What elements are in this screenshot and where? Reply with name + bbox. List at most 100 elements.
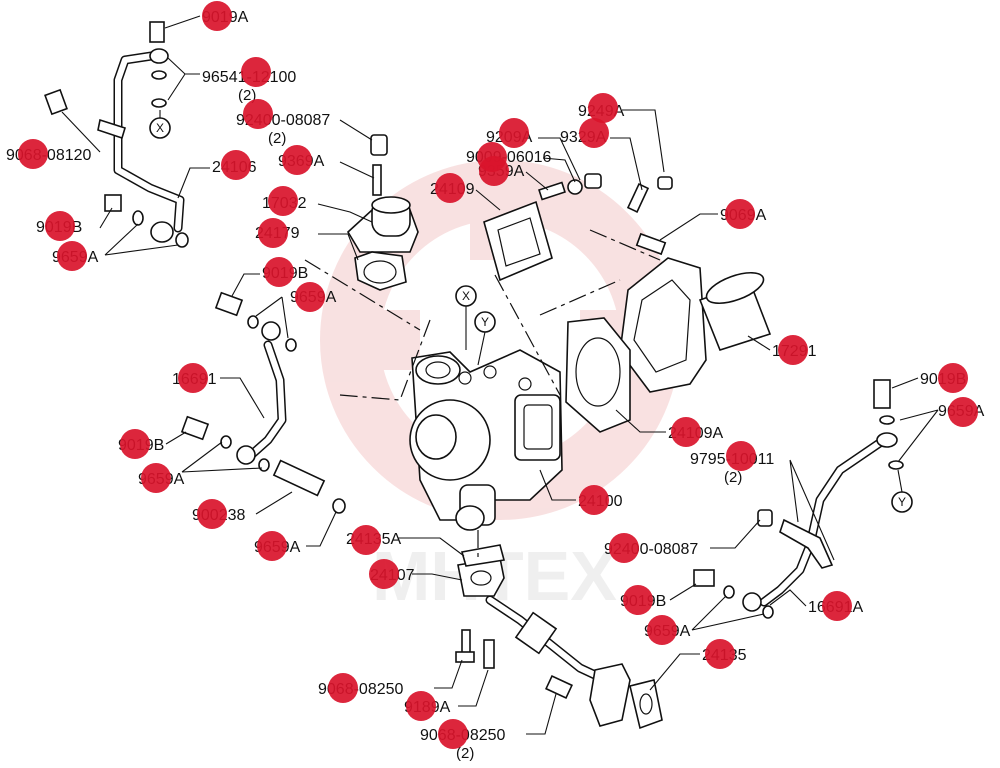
red-marker-dot — [725, 199, 755, 229]
nut-icon — [370, 134, 388, 156]
red-marker-dot — [438, 719, 468, 749]
red-marker-dot — [57, 241, 87, 271]
gasket-icon — [354, 251, 407, 291]
washer-icon — [332, 498, 346, 514]
stud-icon — [483, 639, 495, 669]
highlight-markers — [18, 1, 978, 749]
red-marker-dot — [197, 499, 227, 529]
red-marker-dot — [141, 463, 171, 493]
bolt-icon — [635, 232, 667, 256]
marker-x-top-label: X — [156, 121, 164, 135]
gasket-24109a — [565, 317, 631, 433]
red-marker-dot — [647, 615, 677, 645]
red-marker-dot — [369, 559, 399, 589]
exhaust-elbow-17291 — [619, 232, 772, 393]
red-marker-dot — [479, 156, 509, 186]
washer-icon — [132, 210, 144, 226]
stud-icon — [538, 181, 566, 201]
banjo-fitting-icon — [261, 321, 281, 341]
gasket-24109 — [483, 173, 673, 282]
alignment-lines — [304, 229, 661, 560]
label-9068-b-qty: (2) — [456, 745, 474, 762]
red-marker-dot — [18, 139, 48, 169]
red-marker-dot — [351, 525, 381, 555]
red-marker-dot — [241, 57, 271, 87]
red-marker-dot — [45, 211, 75, 241]
stud-icon — [626, 183, 650, 213]
red-marker-dot — [282, 145, 312, 175]
banjo-fitting-icon — [236, 445, 256, 465]
banjo-bolt-icon — [104, 194, 122, 212]
red-marker-dot — [257, 531, 287, 561]
banjo-fitting-icon — [876, 432, 898, 448]
banjo-bolt-icon — [180, 415, 210, 441]
washer-icon — [879, 415, 895, 425]
turbocharger-24100 — [409, 349, 563, 531]
red-marker-dot — [295, 282, 325, 312]
red-marker-dot — [328, 673, 358, 703]
red-marker-dot — [588, 93, 618, 123]
red-marker-dot — [202, 1, 232, 31]
red-marker-dot — [579, 118, 609, 148]
marker-x-turbo-label: X — [462, 289, 470, 303]
red-marker-dot — [948, 397, 978, 427]
washer-icon — [567, 179, 583, 195]
pipe-clamp-icon — [779, 518, 834, 569]
red-marker-dot — [120, 429, 150, 459]
stud-icon — [372, 164, 382, 196]
label-92400-top-qty: (2) — [268, 130, 286, 147]
leader-lines — [61, 15, 939, 735]
red-marker-dot — [671, 417, 701, 447]
washer-icon — [723, 585, 735, 599]
washer-icon — [285, 338, 297, 352]
banjo-fitting-icon — [149, 48, 169, 64]
red-marker-dot — [268, 186, 298, 216]
red-marker-dot — [406, 691, 436, 721]
washer-icon — [258, 458, 270, 472]
nut-icon — [757, 509, 773, 527]
pipe-clamp-icon — [97, 118, 126, 140]
red-marker-dot — [705, 639, 735, 669]
red-marker-dot — [778, 335, 808, 365]
washer-icon — [247, 315, 259, 329]
gasket-icon — [460, 544, 506, 567]
oil-pipe-16691a — [693, 379, 904, 619]
washer-icon — [151, 98, 167, 108]
label-96541-qty: (2) — [238, 87, 256, 104]
red-marker-dot — [178, 363, 208, 393]
red-marker-dot — [243, 99, 273, 129]
bolt-icon — [545, 674, 573, 700]
banjo-bolt-icon — [693, 569, 715, 587]
banjo-fitting-icon — [742, 592, 762, 612]
outlet-17032 — [346, 134, 419, 291]
red-marker-dot — [938, 363, 968, 393]
red-marker-dot — [726, 441, 756, 471]
washer-icon — [762, 605, 774, 619]
red-marker-dot — [499, 118, 529, 148]
red-marker-dot — [822, 591, 852, 621]
red-marker-dot — [623, 585, 653, 615]
red-marker-dot — [609, 533, 639, 563]
marker-y-turbo-label: Y — [481, 315, 489, 329]
bolt-head-icon — [455, 651, 475, 663]
drain-pipe-24107 — [455, 544, 663, 730]
bolt-icon — [44, 88, 68, 116]
connector-icon — [272, 459, 326, 497]
red-marker-dot — [221, 150, 251, 180]
banjo-fitting-icon — [150, 221, 174, 243]
red-marker-dot — [258, 218, 288, 248]
oil-pipe-16691 — [180, 291, 346, 514]
washer-icon — [175, 232, 189, 248]
marker-y-right-label: Y — [898, 495, 906, 509]
label-9795-qty: (2) — [724, 469, 742, 486]
banjo-bolt-icon — [149, 21, 165, 43]
banjo-bolt-icon — [214, 291, 244, 317]
washer-icon — [220, 435, 232, 449]
red-marker-dot — [264, 257, 294, 287]
washer-icon — [151, 70, 167, 80]
red-marker-dot — [579, 485, 609, 515]
nut-icon — [584, 173, 602, 189]
nut-icon — [657, 176, 673, 190]
washer-icon — [888, 460, 904, 470]
